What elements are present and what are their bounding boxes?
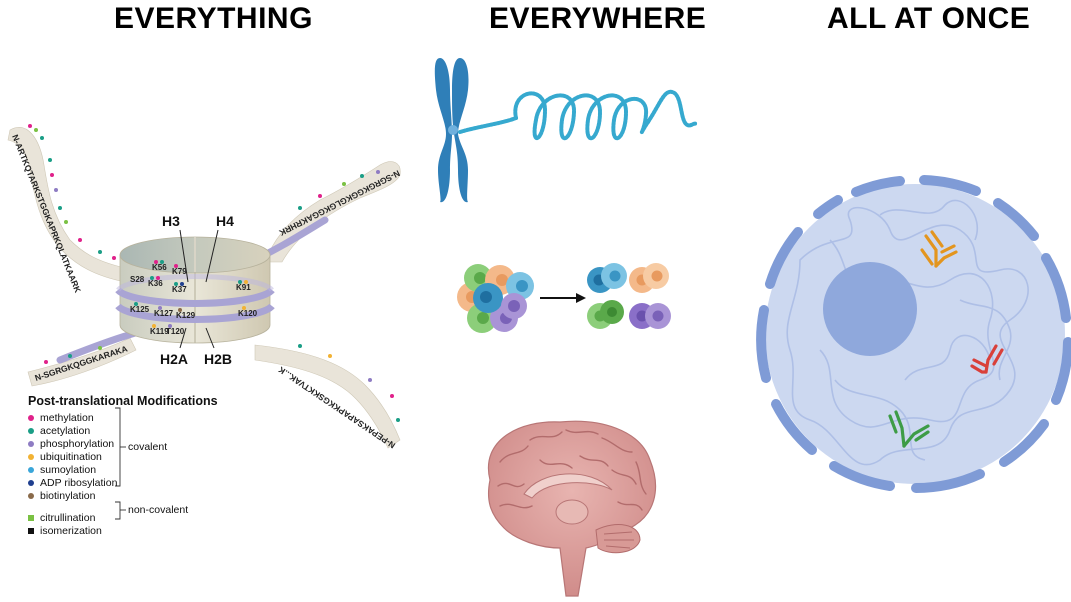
heading-everything: EVERYTHING: [114, 2, 313, 35]
brain-icon: [487, 420, 657, 597]
legend-noncovalent-label: non-covalent: [128, 504, 189, 516]
legend-item: biotinylation: [28, 489, 268, 502]
residue-k127: K127: [154, 309, 174, 318]
residue-k91: K91: [236, 283, 251, 292]
cell-cluster-icon: [457, 264, 534, 333]
residue-k129: K129: [176, 311, 196, 320]
sorted-cells-icon: [587, 263, 671, 329]
antibody-icon: [888, 230, 1004, 448]
residue-s28: S28: [130, 275, 145, 284]
heading-everywhere: EVERYWHERE: [489, 2, 707, 35]
legend-label: sumoylation: [40, 463, 97, 476]
legend-label: methylation: [40, 411, 94, 424]
legend-item: phosphorylation: [28, 437, 268, 450]
legend-label: citrullination: [40, 511, 96, 524]
tail-mod-dots: [28, 124, 400, 422]
label-h4: H4: [216, 213, 234, 229]
label-h2a: H2A: [160, 351, 188, 367]
ptm-legend: Post-translational Modifications methyla…: [28, 394, 268, 537]
arrow-right-icon: [540, 293, 586, 303]
residue-k120: K120: [238, 309, 258, 318]
legend-label: phosphorylation: [40, 437, 115, 450]
legend-item: isomerization: [28, 524, 268, 537]
legend-label: acetylation: [40, 424, 91, 437]
legend-swatch: [28, 492, 34, 499]
legend-swatch: [28, 466, 34, 473]
legend-swatch: [28, 453, 34, 460]
residue-k125: K125: [130, 305, 150, 314]
residue-k79: K79: [172, 267, 187, 276]
label-h3: H3: [162, 213, 180, 229]
legend-item: methylation: [28, 411, 268, 424]
legend-item: sumoylation: [28, 463, 268, 476]
legend-covalent-label: covalent: [128, 441, 168, 453]
chromosome-icon: [434, 58, 469, 203]
label-h2b: H2B: [204, 351, 232, 367]
residue-k37: K37: [172, 285, 187, 294]
residue-k56: K56: [152, 263, 167, 272]
nucleus-icon: [756, 175, 1071, 493]
legend-title: Post-translational Modifications: [28, 394, 218, 408]
legend-swatch: [28, 527, 34, 534]
h2b-tail: [254, 344, 401, 449]
legend-item: ADP ribosylation: [28, 476, 268, 489]
residue-mod-dots: [134, 260, 248, 328]
h4-tail-sequence: N-SGRGKGGKGLGKGGAKRHRK: [277, 168, 402, 238]
legend-swatch: [28, 440, 34, 447]
residue-t120: T120: [166, 327, 185, 336]
h3-tail-sequence: N-ARTKQTARKSTGGKAPRKQLATKAARK: [10, 133, 83, 295]
legend-item: acetylation: [28, 424, 268, 437]
legend-label: biotinylation: [40, 489, 96, 502]
residue-k119: K119: [150, 327, 169, 336]
legend-label: ubiquitination: [40, 450, 102, 463]
legend-swatch: [28, 479, 34, 486]
legend-swatch: [28, 427, 34, 434]
legend-label: isomerization: [40, 524, 102, 537]
legend-swatch: [28, 414, 34, 421]
heading-all-at-once: ALL AT ONCE: [827, 2, 1031, 35]
legend-item: ubiquitination: [28, 450, 268, 463]
residue-k36: K36: [148, 279, 163, 288]
legend-item: citrullination: [28, 511, 268, 524]
dna-coil-icon: [458, 89, 698, 141]
legend-swatch: [28, 514, 34, 521]
legend-label: ADP ribosylation: [40, 476, 118, 489]
